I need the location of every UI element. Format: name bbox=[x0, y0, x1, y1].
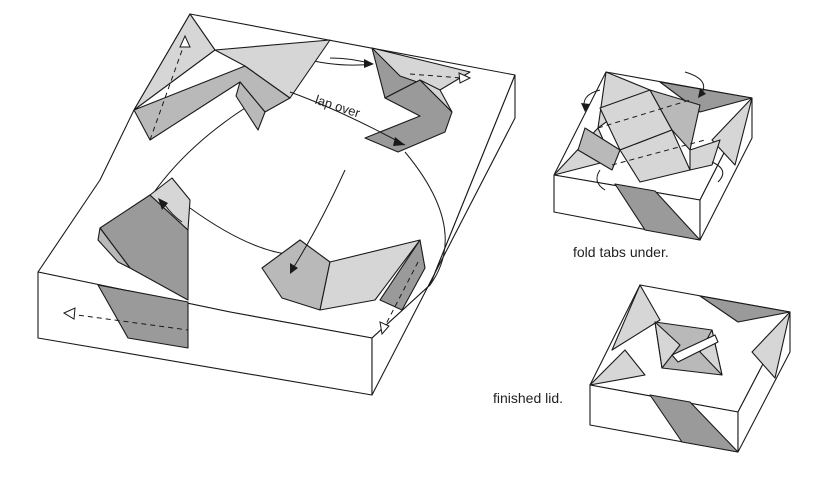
tab-top-left-flap bbox=[214, 39, 331, 99]
arrow-top-head bbox=[364, 59, 374, 68]
box1-curl-4 bbox=[711, 161, 724, 183]
arrow-left-head bbox=[158, 198, 168, 210]
box2-center-left bbox=[654, 321, 681, 369]
box1-corner-tr bbox=[659, 81, 753, 113]
tab-top-left-light bbox=[133, 13, 216, 111]
lap-over-arrow bbox=[289, 91, 406, 146]
tab-bottom-left-mid bbox=[97, 227, 131, 269]
small-box-finished bbox=[589, 284, 791, 453]
arrowhead-bottom-left bbox=[62, 307, 76, 320]
small-box-fold-step bbox=[553, 71, 753, 241]
tab-top-right-inner bbox=[419, 79, 453, 113]
tab-bottom-right-light bbox=[319, 239, 421, 311]
box2-corner-br bbox=[751, 311, 791, 379]
finished-lid-label: finished lid. bbox=[493, 390, 564, 406]
lap-over-arrowhead bbox=[393, 137, 405, 146]
arrow-bottom bbox=[291, 169, 346, 271]
fold-line-bottom-right bbox=[383, 261, 419, 329]
box1-curl-1-head bbox=[581, 103, 590, 112]
box2-corner-tl bbox=[611, 284, 661, 351]
box1-curl-3 bbox=[596, 169, 606, 191]
inner-curve-right bbox=[404, 151, 446, 286]
box2-corner-tr bbox=[699, 295, 791, 323]
tab-bottom-left-light bbox=[149, 177, 191, 231]
tab-bottom-right-dark bbox=[379, 239, 426, 311]
fold-line-bottom-left bbox=[69, 313, 189, 331]
box2-corner-bl bbox=[589, 349, 646, 386]
arrowhead-top-right bbox=[458, 72, 472, 84]
fold-tabs-under-label: fold tabs under. bbox=[573, 244, 669, 260]
box1-curl-2-head bbox=[698, 88, 706, 98]
tab-top-left-fold bbox=[235, 81, 266, 131]
large-box-step bbox=[37, 13, 516, 396]
box1-fold-1 bbox=[597, 99, 691, 129]
box1-center-d bbox=[577, 127, 621, 171]
box1-corner-br bbox=[711, 97, 753, 166]
box2-center-slot bbox=[671, 334, 719, 363]
arrowhead-top-left bbox=[179, 34, 191, 48]
arrow-bottom-head bbox=[290, 263, 298, 274]
arrowhead-bottom-right bbox=[379, 321, 390, 336]
box2-front-dark bbox=[649, 394, 739, 453]
box1-front-dark bbox=[614, 183, 701, 241]
arrow-left bbox=[164, 204, 183, 223]
box1-fold-2 bbox=[611, 139, 706, 166]
